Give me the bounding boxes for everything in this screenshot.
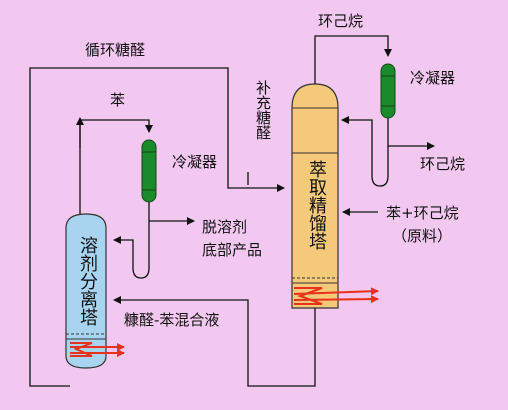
recycle-furfural-label: 循环糖醛	[85, 41, 146, 59]
extractive-column-label: 萃取精馏塔	[306, 160, 327, 250]
extractive-reboiler-heater	[293, 287, 379, 305]
cyclohexane-top-label: 环己烷	[318, 12, 364, 30]
solvent-column-label: 溶剂分离塔	[77, 236, 98, 326]
solvent-reboiler-heater	[70, 342, 125, 357]
desolvent-label-line2: 底部产品	[202, 241, 263, 259]
solvent-separation-column	[65, 213, 107, 369]
benzene-label: 苯	[110, 91, 126, 109]
condenser-right	[380, 63, 396, 119]
cyclohexane-out-label: 环己烷	[420, 155, 466, 173]
condenser-left	[141, 139, 157, 203]
piping	[29, 35, 435, 387]
feed-label-line2: （原料）	[392, 227, 453, 245]
condenser-left-label: 冷凝器	[172, 153, 218, 171]
feed-label-line1: 苯+环己烷	[386, 204, 459, 222]
extractive-column	[291, 83, 339, 309]
condenser-right-label: 冷凝器	[410, 69, 456, 87]
desolvent-label-line1: 脱溶剂	[202, 218, 248, 236]
mixture-label: 糠醛-苯混合液	[124, 311, 220, 329]
makeup-furfural-label: 补充糖醛	[254, 80, 272, 140]
